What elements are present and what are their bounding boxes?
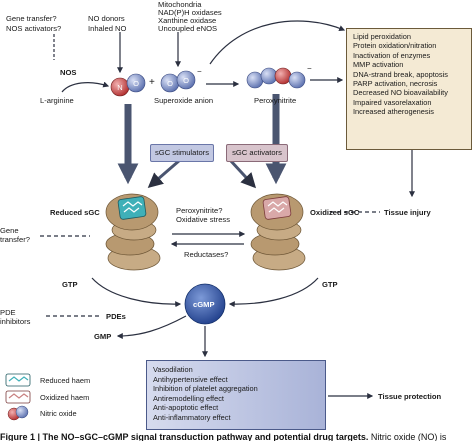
nadph-label: NAD(P)H oxidases	[158, 8, 222, 17]
plus-sign: +	[149, 77, 155, 88]
effect-item: DNA-strand break, apoptosis	[353, 69, 448, 79]
activators-arrow	[228, 158, 257, 189]
sgc-activators-pill: sGC activators	[226, 144, 288, 162]
mitochondria-label: Mitochondria	[158, 0, 202, 9]
legend-reduced-pattern	[8, 376, 29, 382]
caption-rest: Nitric oxide (NO) is	[368, 432, 447, 441]
nitrogen-atom	[274, 67, 292, 85]
protective-effects-box: Vasodilation Antihypertensive effect Inh…	[146, 360, 326, 430]
effect-item: PARP activation, necrosis	[353, 79, 438, 89]
uncoupled-enos-label: Uncoupled eNOS	[158, 24, 218, 33]
arginine-label: L-arginine	[40, 96, 74, 105]
oxidized-sgc-enzyme	[250, 193, 306, 271]
cgmp-molecule	[184, 283, 226, 325]
reduced-sgc-enzyme	[105, 193, 161, 271]
nitric-oxide-molecule	[110, 73, 146, 97]
no-n-letter: N	[117, 83, 122, 92]
effect-item: Increased atherogenesis	[353, 107, 434, 117]
reductases-label: Reductases?	[184, 250, 229, 259]
peroxynitrite-effects-box: Lipid peroxidation Protein oxidation/nit…	[346, 28, 472, 150]
peroxynitrite-q-label: Peroxynitrite?	[176, 206, 223, 215]
superoxide-o1-letter: O	[167, 79, 173, 88]
legend-nitric-label: Nitric oxide	[40, 409, 77, 418]
xanthine-label: Xanthine oxidase	[158, 16, 217, 25]
protective-effect-item: Antihypertensive effect	[153, 374, 228, 384]
legend-reduced-label: Reduced haem	[40, 376, 91, 385]
protective-effect-item: Antiremodelling effect	[153, 393, 224, 403]
effect-item: Protein oxidation/nitration	[353, 41, 437, 51]
sgc-stimulators-pill: sGC stimulators	[150, 144, 214, 162]
gtp-left-to-cgmp-arrow	[91, 277, 182, 308]
pde-inhibitors-label-2: inhibitors	[0, 317, 31, 326]
inhaled-no-label: Inhaled NO	[88, 24, 127, 33]
protective-effect-item: Inhibition of platelet aggregation	[153, 384, 258, 394]
reduced-sgc-label: Reduced sGC	[50, 208, 100, 217]
oxidized-haem-icon	[262, 196, 292, 220]
gtp-right-label: GTP	[322, 280, 338, 289]
oxidative-stress-label: Oxidative stress	[176, 215, 231, 224]
peroxynitrite-label: Peroxynitrite	[254, 96, 297, 105]
gene-transfer-left-2: transfer?	[0, 235, 30, 244]
figure-caption: Figure 1 | The NO–sGC–cGMP signal transd…	[0, 432, 474, 441]
peroxynitrite-molecule	[246, 67, 306, 89]
effect-item: MMP activation	[353, 60, 404, 70]
pdes-label: PDEs	[106, 312, 126, 321]
protective-effect-item: Anti-inflammatory effect	[153, 412, 231, 422]
peroxynitrite-to-box-arrow	[209, 20, 346, 65]
cgmp-to-gmp-arrow	[116, 315, 187, 339]
haem-pattern	[267, 201, 288, 213]
gtp-right-to-cgmp-arrow	[228, 277, 319, 308]
oxygen-atom	[288, 71, 306, 89]
oxidized-sgc-label: Oxidized sGC	[310, 208, 360, 217]
gmp-label: GMP	[94, 332, 112, 341]
oxygen-atom	[126, 73, 146, 93]
tissue-injury-label: Tissue injury	[384, 208, 431, 217]
arginine-to-no-arrow	[61, 81, 110, 93]
oxygen-atom	[260, 67, 278, 85]
legend-no-o	[15, 405, 29, 419]
effect-item: Lipid peroxidation	[353, 32, 411, 41]
effect-item: Impaired vasorelaxation	[353, 97, 432, 107]
gene-transfer-label: Gene transfer?	[6, 14, 57, 23]
effect-item: Decreased NO bioavailability	[353, 88, 448, 98]
superoxide-molecule	[160, 70, 196, 93]
stimulators-arrow	[147, 158, 181, 188]
pde-inhibitors-label-1: PDE	[0, 308, 16, 317]
effect-item: Inactivation of enzymes	[353, 50, 431, 60]
nos-label: NOS	[60, 68, 77, 77]
superoxide-label: Superoxide anion	[154, 96, 214, 105]
oxygen-atom	[246, 71, 264, 89]
oxygen-atom	[176, 70, 196, 90]
nos-activators-label: NOS activators?	[6, 24, 62, 33]
peroxynitrite-charge: −	[307, 64, 312, 73]
no-donors-label: NO donors	[88, 14, 125, 23]
cgmp-label: cGMP	[193, 300, 215, 309]
tissue-protection-label: Tissue protection	[378, 392, 442, 401]
gtp-left-label: GTP	[62, 280, 78, 289]
no-o-letter: O	[133, 79, 139, 88]
haem-pattern	[122, 201, 143, 213]
reduced-haem-icon	[117, 196, 147, 220]
protective-effect-item: Vasodilation	[153, 365, 193, 374]
gene-transfer-left-1: Gene	[0, 226, 19, 235]
legend-oxidized-pattern	[8, 393, 29, 399]
legend-oxidized-label: Oxidized haem	[40, 393, 90, 402]
superoxide-o2-letter: O	[183, 76, 189, 85]
protective-effect-item: Anti-apoptotic effect	[153, 403, 219, 413]
superoxide-charge: −	[197, 67, 202, 76]
caption-bold: Figure 1 | The NO–sGC–cGMP signal transd…	[0, 432, 369, 441]
